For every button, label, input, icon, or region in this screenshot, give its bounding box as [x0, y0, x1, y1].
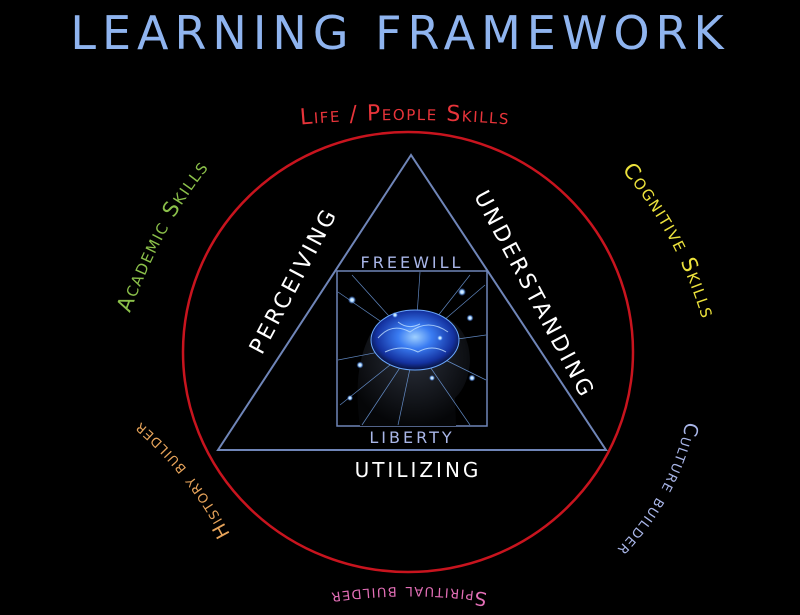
outer-ellipse: [181, 130, 635, 574]
label-cognitive-skills: Cognitive Skills: [618, 158, 721, 322]
label-history-builder: History builder: [128, 417, 234, 542]
glowing-brain-icon: [337, 271, 487, 426]
label-culture-builder: Culture builder: [612, 420, 702, 561]
label-liberty: LIBERTY: [369, 428, 454, 447]
label-understanding: UNDERSTANDING: [468, 187, 599, 403]
label-academic-skills: Academic Skills: [112, 155, 213, 315]
page-title: LEARNING FRAMEWORK: [70, 6, 730, 60]
label-freewill: FREEWILL: [361, 253, 464, 272]
inner-triangle: [216, 153, 608, 451]
label-spiritual-builder: Spiritual builder: [329, 582, 488, 610]
label-utilizing: UTILIZING: [355, 458, 482, 482]
label-life-people-skills: Life / People Skills: [299, 101, 511, 131]
